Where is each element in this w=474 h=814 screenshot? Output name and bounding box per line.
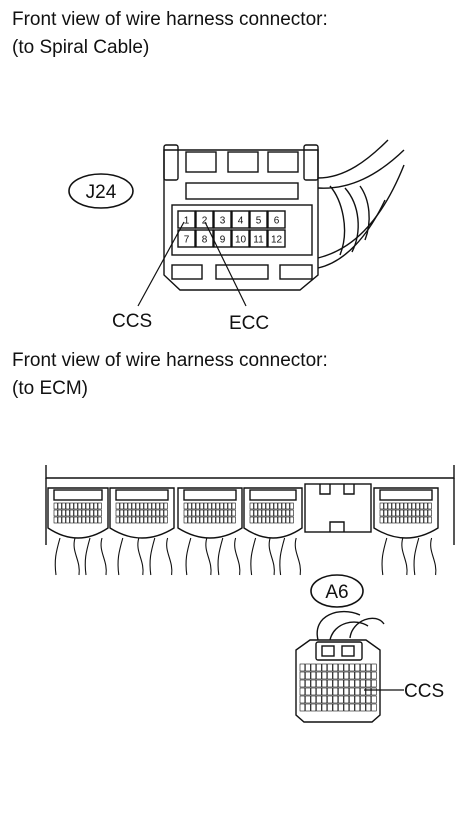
caption-ecm-subtitle: (to ECM) [12, 378, 88, 399]
j24-pin-8: 8 [202, 235, 208, 246]
j24-pin-7: 7 [184, 235, 190, 246]
connector-id-a6: A6 [325, 582, 348, 603]
j24-pin-cell [213, 210, 232, 229]
j24-pin-cell [249, 210, 268, 229]
ecm-connector-block [177, 487, 243, 576]
j24-pin-10: 10 [235, 235, 247, 246]
ecm-connector-block [109, 487, 175, 576]
caption-spiral-title: Front view of wire harness connector: [12, 9, 328, 30]
ecm-connector-block [243, 487, 303, 576]
j24-pin-cell [177, 229, 196, 248]
j24-pin-cell [213, 229, 232, 248]
j24-pin-11: 11 [253, 235, 264, 246]
ecm-connector-block [47, 487, 109, 576]
j24-pin-1: 1 [184, 216, 190, 227]
j24-pin-cell [177, 210, 196, 229]
j24-pin-cell [231, 210, 250, 229]
j24-pin-cell [267, 229, 286, 248]
connector-a6: A6 CCS [295, 574, 444, 723]
ecm-connector-block [373, 487, 439, 576]
j24-pin-2: 2 [202, 216, 208, 227]
j24-pin-cell [249, 229, 268, 248]
callout-ecc-j24: ECC [229, 313, 269, 334]
j24-pin-6: 6 [274, 216, 280, 227]
j24-pin-3: 3 [220, 216, 226, 227]
caption-spiral-subtitle: (to Spiral Cable) [12, 37, 150, 58]
j24-pin-12: 12 [271, 235, 283, 246]
callout-ccs-a6: CCS [404, 681, 444, 702]
j24-pin-5: 5 [256, 216, 262, 227]
j24-pin-cell [267, 210, 286, 229]
j24-pin-4: 4 [238, 216, 244, 227]
caption-ecm-title: Front view of wire harness connector: [12, 350, 328, 371]
ecm-connector-bank [45, 465, 455, 576]
callout-ccs-j24: CCS [112, 311, 152, 332]
j24-pin-cell [231, 229, 250, 248]
connector-id-j24: J24 [86, 182, 117, 203]
j24-pin-cell [195, 210, 214, 229]
j24-pin-9: 9 [220, 235, 226, 246]
